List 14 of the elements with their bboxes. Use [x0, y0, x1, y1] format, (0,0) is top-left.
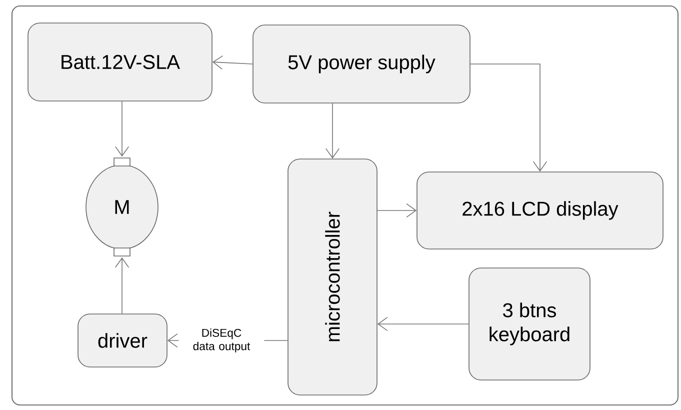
- arrow: [114, 257, 130, 314]
- arrow: [325, 103, 340, 159]
- block-box: 2x16 LCD display: [416, 172, 664, 250]
- block-box: 5V power supply: [252, 24, 470, 104]
- arrow: [212, 55, 254, 70]
- block-box: 3 btns keyboard: [468, 268, 590, 380]
- arrow: [377, 203, 417, 218]
- arrow: [470, 64, 548, 172]
- arrow: [377, 316, 469, 332]
- block-box: microcontroller: [288, 158, 378, 396]
- block-box: Batt.12V-SLA: [28, 22, 212, 102]
- block-box: driver: [78, 314, 168, 368]
- edge-label: DiSEqC data output: [178, 327, 264, 354]
- arrow: [114, 101, 130, 157]
